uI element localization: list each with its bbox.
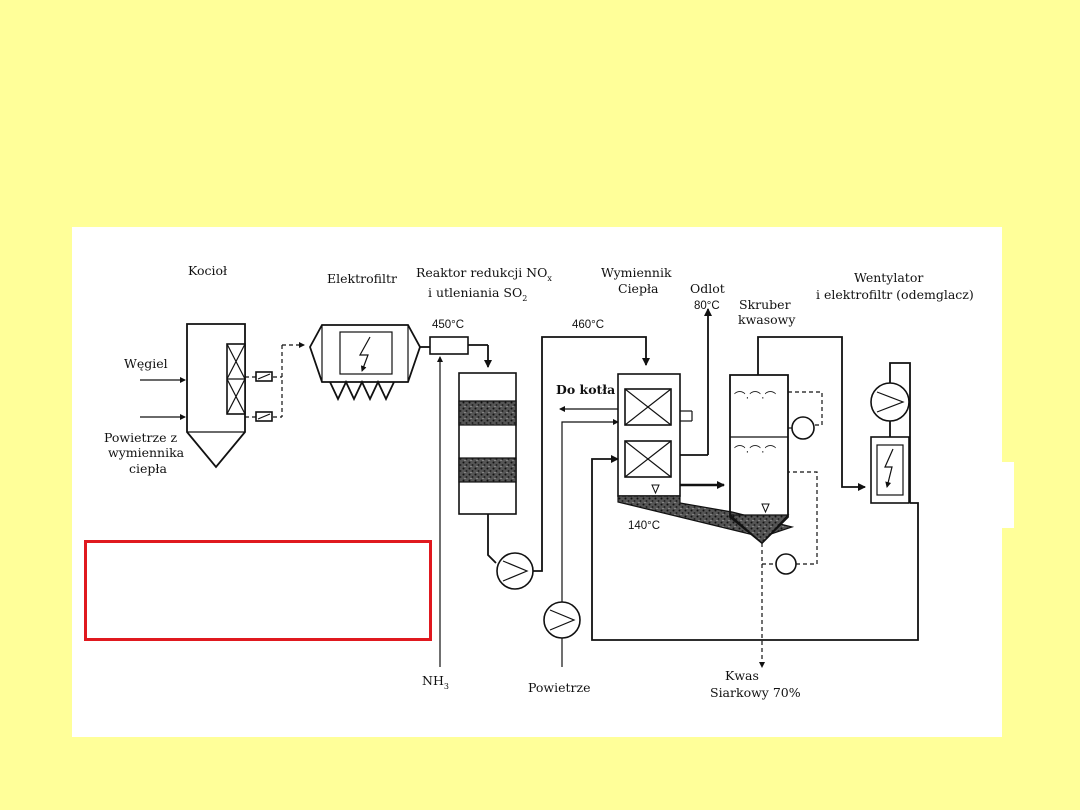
boiler (186, 323, 246, 469)
label-acid-line2: Siarkowy 70% (710, 685, 801, 700)
electrostatic-precipitator (309, 324, 421, 402)
label-temp-460: 460°C (572, 319, 604, 331)
label-air-line1: Powietrze z (104, 430, 177, 445)
reactor (429, 336, 517, 515)
label-scrubber-line2: kwasowy (738, 312, 796, 327)
label-boiler: Kocioł (188, 263, 227, 278)
label-air-line3: ciepła (129, 461, 167, 476)
label-temp-450: 450°C (432, 319, 464, 331)
diagram-panel: ⌒·⌒·⌒ ⌒·⌒·⌒ Kocioł Elektrofiltr Reaktor … (72, 227, 1002, 737)
label-reactor-line2: i utleniania SO2 (428, 285, 527, 303)
highlight-box (84, 540, 432, 641)
label-precipitator: Elektrofiltr (327, 271, 397, 286)
heat-exchanger (617, 373, 693, 497)
reactor-outlet-duct (487, 336, 650, 590)
label-reactor-line1: Reaktor redukcji NOx (416, 265, 552, 283)
label-fan-line1: Wentylator (854, 270, 923, 285)
spray-nozzles-top: ⌒·⌒·⌒ (734, 391, 777, 404)
label-air-supply: Powietrze (528, 680, 591, 695)
label-temp-140: 140°C (628, 520, 660, 532)
label-fan-line2: i elektrofiltr (odemglacz) (816, 287, 974, 302)
label-scrubber-line1: Skruber (739, 297, 791, 312)
label-acid-line1: Kwas (725, 668, 759, 683)
label-to-boiler: Do kotła (556, 382, 615, 397)
reheat-return-loop (591, 455, 919, 641)
label-coal: Węgiel (124, 356, 168, 371)
label-air-line2: wymiennika (108, 445, 185, 460)
label-ammonia: NH3 (422, 673, 449, 691)
acid-scrubber: ⌒·⌒·⌒ ⌒·⌒·⌒ (728, 374, 790, 545)
spray-nozzles-mid: ⌒·⌒·⌒ (734, 445, 777, 458)
label-exchanger-line2: Ciepła (618, 281, 659, 296)
label-exhaust: Odlot (690, 281, 725, 296)
scrubber-recirculation (759, 391, 823, 668)
label-exchanger-line1: Wymiennik (601, 265, 672, 280)
fan-and-mist-eliminator (870, 362, 911, 504)
scrubber-to-eliminator-duct (757, 336, 866, 491)
damper-valves (245, 342, 305, 422)
white-patch (942, 462, 1014, 528)
process-flow-diagram: ⌒·⌒·⌒ ⌒·⌒·⌒ Kocioł Elektrofiltr Reaktor … (104, 263, 974, 700)
air-supply-fan (543, 419, 619, 667)
label-temp-80: 80°C (694, 300, 720, 312)
